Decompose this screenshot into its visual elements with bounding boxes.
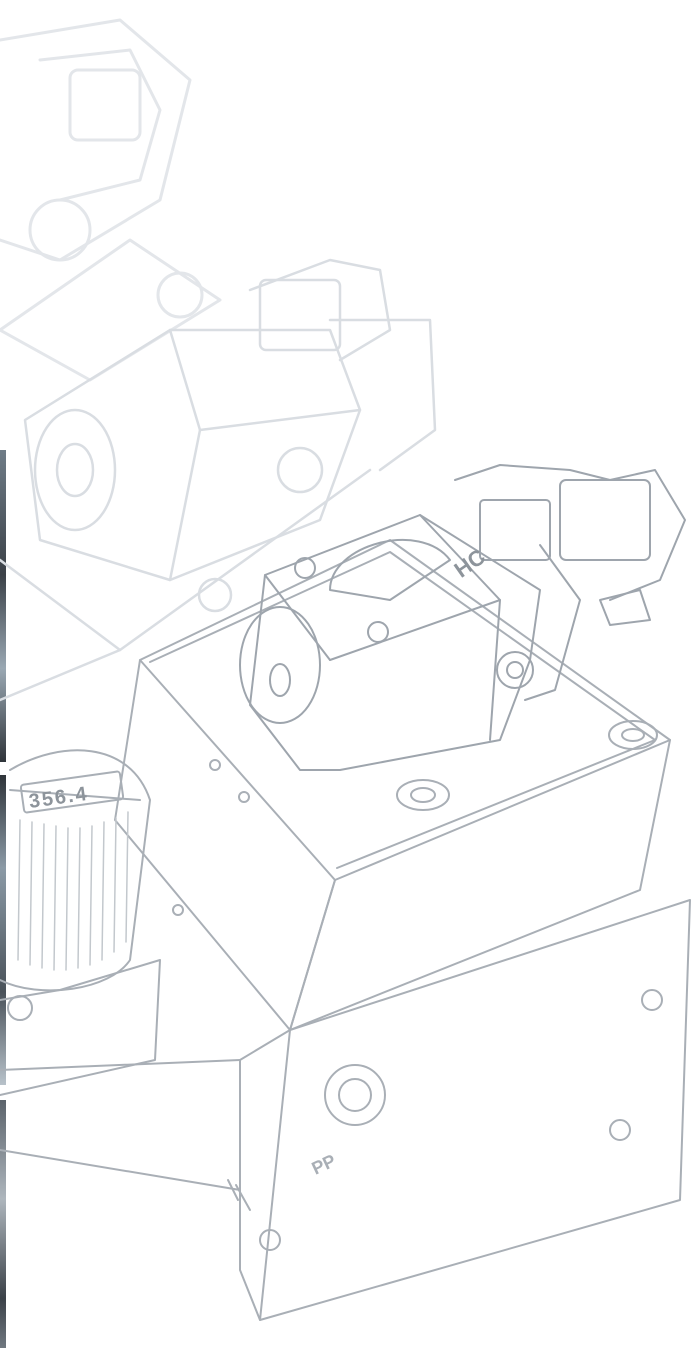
solenoid-coil (239, 514, 541, 771)
edge-photo-strip-bottom (0, 1100, 6, 1348)
edge-photo-strip-top (0, 450, 6, 762)
connector-plug (454, 464, 686, 701)
main-valve-block (0, 539, 691, 1321)
edge-photo-strip-middle (0, 775, 6, 1085)
background-valve-faint-middle (0, 258, 437, 702)
port-label-hc: HC (450, 544, 490, 583)
port-label-pp: PP (309, 1150, 339, 1178)
adjustment-knob (0, 749, 161, 1096)
counter-readout: 356.4 (27, 783, 90, 813)
background-valve-faint-top (0, 18, 222, 382)
